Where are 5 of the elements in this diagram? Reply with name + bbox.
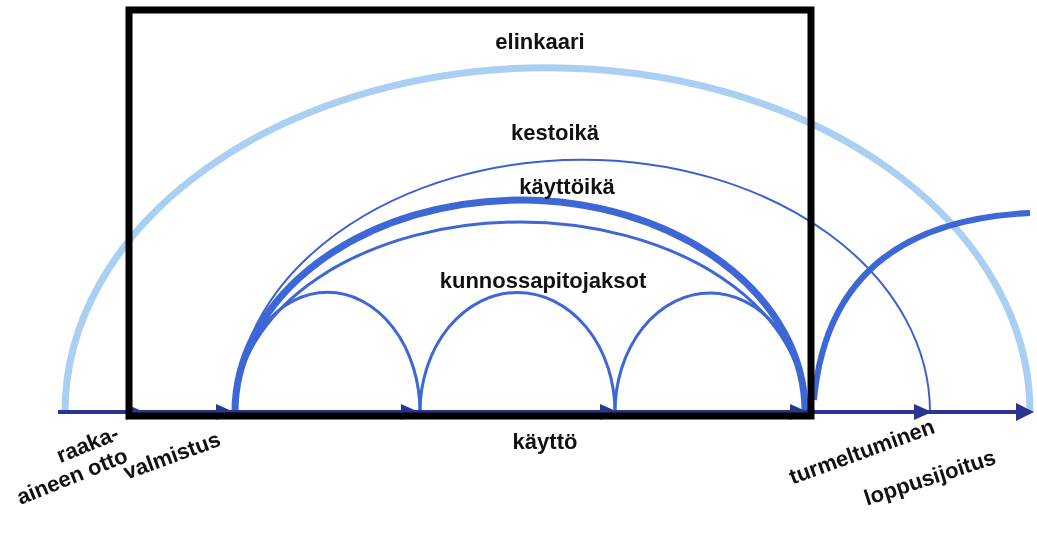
- arc-label: elinkaari: [495, 29, 585, 55]
- arc-label: kestoikä: [510, 120, 600, 146]
- arc-label: kunnossapitojaksot: [439, 268, 647, 294]
- arc-label: käyttöikä: [519, 174, 615, 200]
- stage-label: käyttö: [512, 429, 578, 455]
